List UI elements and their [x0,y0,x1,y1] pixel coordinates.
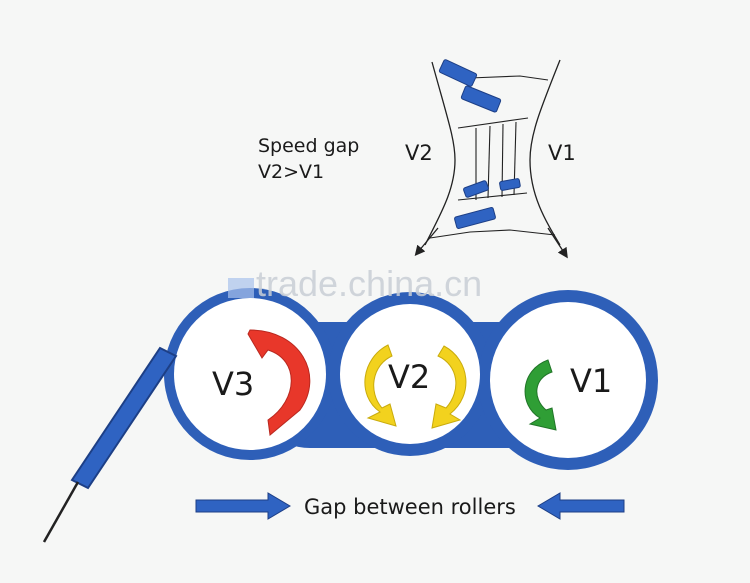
feed-plate [70,346,178,490]
gap-arrow-right [195,492,291,520]
fiber-fragment [460,85,502,113]
web-outline-left [424,61,456,246]
web-inner-top [457,117,529,129]
roller-v1-face [490,302,646,458]
web-outline-right [529,59,561,246]
v1-rotation-arrow [524,359,557,431]
fiber-web-sketch [414,59,568,259]
roller-v2-label: V2 [388,358,430,396]
speed-gap-relation: V2>V1 [258,161,324,183]
speed-gap-label: Speed gap [258,135,359,157]
fiber-fragment [438,59,478,87]
fiber-fragment [454,206,496,230]
web-inner-mid [457,192,528,201]
roller-v3-label: V3 [212,365,254,403]
web-bottom-edge [429,229,556,239]
watermark-text: trade.china.cn [256,263,482,304]
watermark-logo-block [228,278,254,298]
v2-rotation-arrow-left [364,344,397,427]
web-arrow-left [414,227,439,256]
fiber-fragment [499,178,521,191]
feed-line [42,481,80,543]
web-left-speed-label: V2 [405,141,433,165]
web-arrow-right [547,227,568,259]
v2-rotation-arrow-right [431,345,467,429]
v3-rotation-arrow [247,329,311,436]
roller-v1-label: V1 [570,362,612,400]
web-right-speed-label: V1 [548,141,576,165]
gap-caption: Gap between rollers [304,495,516,519]
fiber-fragment [463,180,489,198]
fiber-line [487,125,491,199]
gap-arrow-left [537,492,625,520]
